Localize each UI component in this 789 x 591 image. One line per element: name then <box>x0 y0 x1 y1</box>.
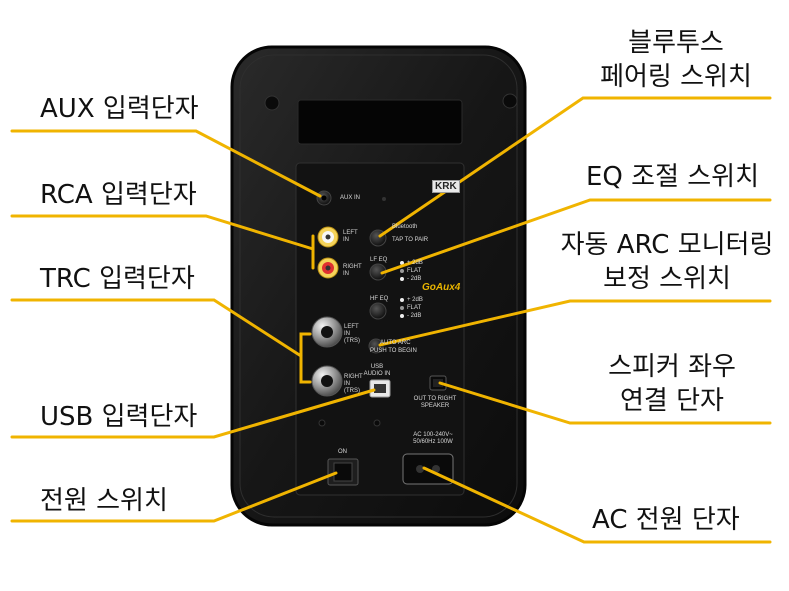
label-arc-switch: 자동 ARC 모니터링 보정 스위치 <box>560 228 774 296</box>
screw <box>264 95 280 111</box>
lf-eq-plus: + 2dB <box>407 260 423 266</box>
label-speaker-link: 스피커 좌우 연결 단자 <box>586 350 758 418</box>
hf-eq-text: HF EQ <box>370 296 389 302</box>
label-arc-line2: 보정 스위치 <box>603 264 731 294</box>
auto-arc-text: AUTO ARC <box>380 340 411 346</box>
callout-line-power <box>10 471 338 523</box>
callout-line-arc <box>378 299 772 347</box>
label-aux-input: AUX 입력단자 <box>40 94 199 124</box>
callout-line-aux <box>10 129 322 198</box>
aux-in-text: AUX IN <box>340 195 361 201</box>
label-bluetooth-pairing: 블루투스 페어링 스위치 <box>586 26 766 94</box>
right-in-text: RIGHT IN <box>343 264 362 277</box>
out-to-right-text: OUT TO RIGHT SPEAKER <box>413 396 457 409</box>
push-to-begin-text: PUSH TO BEGIN <box>370 348 417 354</box>
callout-line-ac <box>422 466 772 544</box>
callout-line-trc <box>10 298 303 358</box>
hf-eq-switch <box>369 302 387 320</box>
screw <box>502 93 518 109</box>
label-usb-input: USB 입력단자 <box>40 402 198 432</box>
label-bluetooth-line2: 페어링 스위치 <box>600 62 752 92</box>
krk-logo: KRK <box>432 180 460 193</box>
tap-to-pair-text: TAP TO PAIR <box>392 237 429 243</box>
label-power-switch: 전원 스위치 <box>40 486 168 516</box>
left-in-text: LEFT IN <box>343 230 358 243</box>
callout-line-trc-bracket <box>299 332 312 384</box>
bluetooth-text: Bluetooth <box>392 224 418 230</box>
label-rca-input: RCA 입력단자 <box>40 180 197 210</box>
label-speaker-line2: 연결 단자 <box>620 386 724 416</box>
label-speaker-line1: 스피커 좌우 <box>608 352 736 382</box>
label-ac-power: AC 전원 단자 <box>592 505 740 535</box>
hf-eq-plus: + 2dB <box>407 297 423 303</box>
right-in-trs-text: RIGHT IN (TRS) <box>344 374 363 394</box>
lf-eq-minus: - 2dB <box>407 276 422 282</box>
hf-eq-flat: FLAT <box>407 305 422 311</box>
left-in-trs-text: LEFT IN (TRS) <box>344 324 360 344</box>
on-text: ON <box>338 449 347 455</box>
model-name: GoAux4 <box>422 282 461 293</box>
label-arc-line1: 자동 ARC 모니터링 <box>560 230 774 260</box>
callout-line-eq <box>380 198 772 275</box>
callout-line-rca <box>10 214 315 251</box>
hf-eq-minus: - 2dB <box>407 313 422 319</box>
ac-rating-text: AC 100-240V~ 50/60Hz 100W <box>413 432 453 445</box>
label-trc-input: TRC 입력단자 <box>40 264 195 294</box>
label-eq-switch: EQ 조절 스위치 <box>586 162 760 192</box>
label-bluetooth-line1: 블루투스 <box>628 28 724 58</box>
control-panel <box>295 162 465 496</box>
handle-slot <box>297 99 463 145</box>
callout-line-speaker <box>438 381 772 425</box>
lf-eq-flat: FLAT <box>407 268 422 274</box>
usb-audio-in-text: USB AUDIO IN <box>363 364 391 377</box>
lf-eq-text: LF EQ <box>370 257 388 263</box>
arc-button <box>368 338 384 354</box>
callout-line-usb <box>10 388 376 439</box>
